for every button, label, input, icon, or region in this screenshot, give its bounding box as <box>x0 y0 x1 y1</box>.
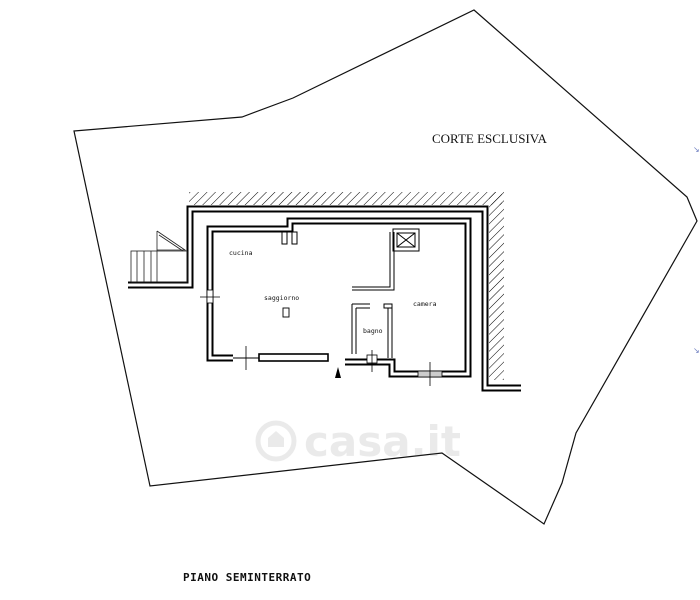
entrance-arrow-icon <box>335 367 341 378</box>
edge-marker-icon: ↘ <box>693 145 700 154</box>
area-label: CORTE ESCLUSIVA <box>432 131 548 146</box>
lot-boundary <box>73 9 698 525</box>
watermark-text: casa.it <box>304 417 461 466</box>
retaining-wall <box>128 205 521 392</box>
column <box>282 307 290 318</box>
retaining-wall-hatch-right <box>489 192 504 380</box>
room-label-kitchen: cucina <box>229 249 253 257</box>
room-label-bathroom: bagno <box>363 327 383 335</box>
retaining-wall-hatch-top <box>189 192 502 205</box>
exterior-stairs <box>130 230 188 283</box>
watermark: casa.it <box>255 417 461 466</box>
shaft-icon <box>392 228 420 252</box>
house-walls <box>206 217 472 378</box>
room-label-bedroom: camera <box>413 300 437 308</box>
room-label-living: saggiorno <box>264 294 299 302</box>
window-markers <box>200 289 443 386</box>
edge-marker-icon: ↘ <box>693 346 700 355</box>
watermark-logo-icon <box>255 420 297 462</box>
floor-title: PIANO SEMINTERRATO <box>183 571 311 584</box>
